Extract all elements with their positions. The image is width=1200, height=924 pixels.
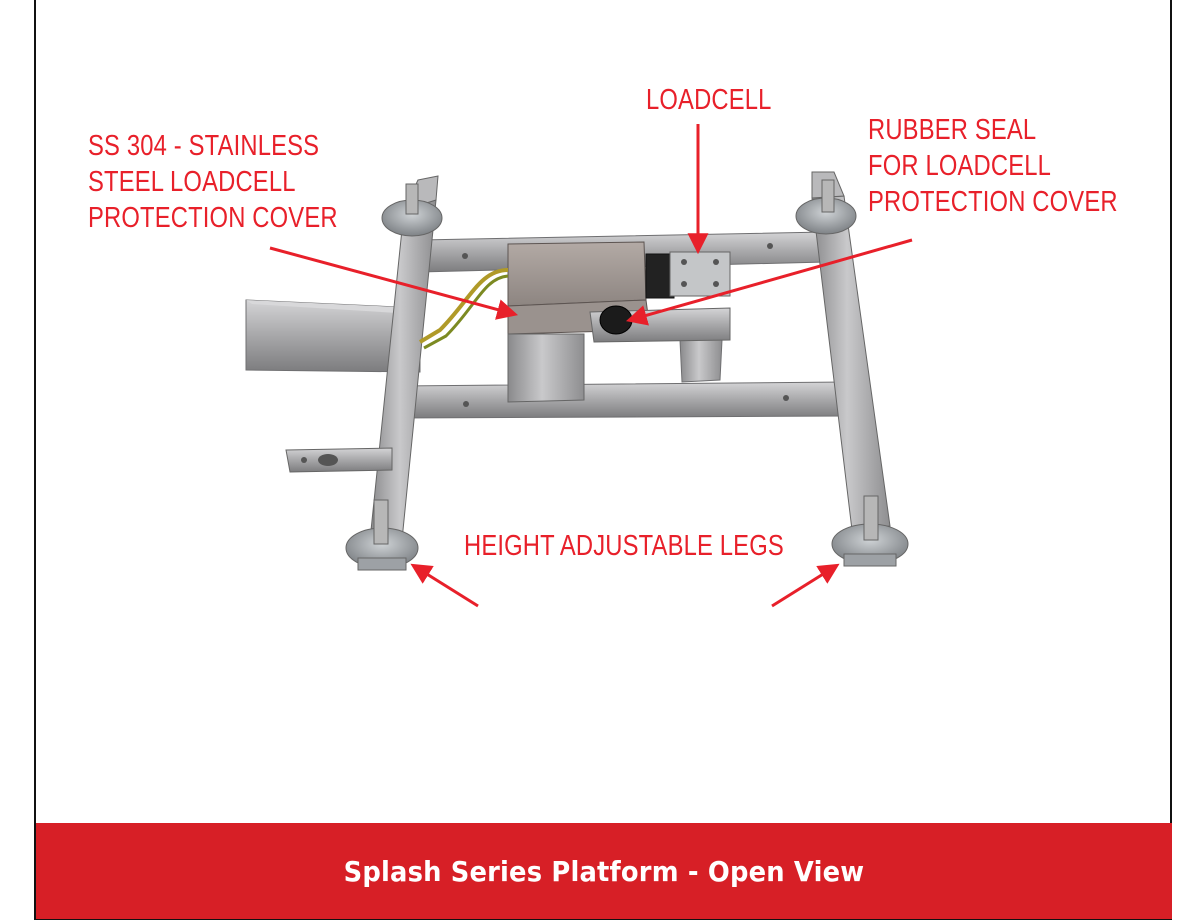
arrow-icon (771, 563, 840, 608)
callout-loadcell-line: LOADCELL (646, 84, 772, 116)
rear-right-foot (795, 179, 857, 235)
front-left-foot (345, 499, 419, 571)
rear-left-foot (381, 183, 443, 237)
callout-rubber-seal-line-3: PROTECTION COVER (868, 186, 1118, 218)
extension-bar (245, 299, 421, 373)
callout-ss-cover-line-2: STEEL LOADCELL (88, 166, 296, 198)
front-right-foot (831, 495, 909, 567)
loadcell-cable (418, 268, 509, 344)
callout-loadcell: LOADCELL (646, 82, 772, 118)
figure-frame (34, 0, 1172, 920)
callout-legs-line: HEIGHT ADJUSTABLE LEGS (464, 530, 784, 562)
loadcell-block (645, 251, 731, 299)
footer-title: Splash Series Platform - Open View (343, 854, 865, 888)
arrow-icon (625, 238, 913, 326)
arrow-icon (269, 246, 519, 320)
callout-ss-cover: SS 304 - STAINLESS STEEL LOADCELL PROTEC… (88, 128, 338, 236)
callout-ss-cover-line-3: PROTECTION COVER (88, 202, 338, 234)
footer-banner: Splash Series Platform - Open View (36, 823, 1172, 919)
callout-rubber-seal-line-2: FOR LOADCELL (868, 150, 1052, 182)
callout-ss-cover-line-1: SS 304 - STAINLESS (88, 130, 320, 162)
rubber-seal (599, 305, 633, 335)
mount-bracket (679, 339, 723, 383)
callout-legs: HEIGHT ADJUSTABLE LEGS (464, 528, 784, 564)
side-bracket (285, 447, 393, 473)
callout-rubber-seal-line-1: RUBBER SEAL (868, 114, 1037, 146)
arrow-icon (410, 563, 479, 608)
callout-rubber-seal: RUBBER SEAL FOR LOADCELL PROTECTION COVE… (868, 112, 1118, 220)
front-crossbar (397, 381, 847, 419)
